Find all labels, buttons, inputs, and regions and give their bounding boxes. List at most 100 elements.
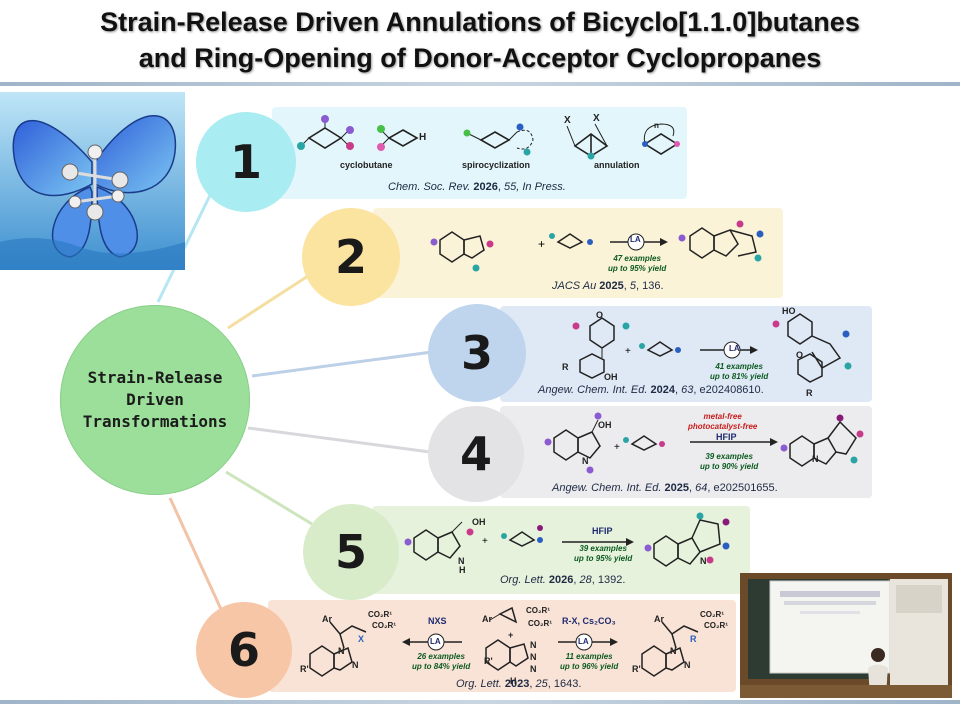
hub-circle: Strain-Release Driven Transformations <box>60 305 250 495</box>
panel-1-atom-x2: X <box>593 113 600 124</box>
svg-text:+: + <box>482 536 488 547</box>
title-line-2: and Ring-Opening of Donor-Acceptor Cyclo… <box>138 43 822 73</box>
panel-6-atom-n4: N <box>530 652 537 662</box>
node-4-bubble: 4 <box>428 406 524 502</box>
panel-4 <box>500 406 872 498</box>
panel-1-atom-h: H <box>419 132 427 143</box>
cite-volume: 28 <box>579 574 592 586</box>
node-4-number: 4 <box>459 427 492 481</box>
presentation-photo <box>740 573 952 698</box>
butterfly-molecule-image <box>0 92 185 270</box>
panel-4-photocatalyst-free: photocatalyst-free <box>688 422 758 431</box>
cite-rest: , e202501655. <box>707 482 778 494</box>
panel-1-label-spirocyclization: spirocyclization <box>462 160 531 170</box>
svg-text:+: + <box>614 442 620 453</box>
panel-6-right-conditions: 11 examples up to 96% yield <box>560 652 618 672</box>
title-line-1: Strain-Release Driven Annulations of Bic… <box>100 7 860 37</box>
panel-5-examples: 39 examples <box>579 544 627 553</box>
panel-6-atom-ar1: Ar <box>322 614 333 624</box>
panel-6-right-examples: 11 examples <box>565 652 613 661</box>
panel-6-left-conditions: 26 examples up to 84% yield <box>412 652 470 672</box>
panel-6-right-yield: up to 96% yield <box>560 662 619 671</box>
cite-journal: Angew. Chem. Int. Ed. <box>538 384 648 396</box>
presentation-photo-art <box>740 573 952 698</box>
panel-6-atom-r-prime-3: R' <box>632 664 641 674</box>
panel-6-left-yield: up to 84% yield <box>412 662 471 671</box>
cite-rest: , 1392. <box>591 574 626 586</box>
node-3-number: 3 <box>460 326 493 380</box>
panel-1-label-cyclobutane: cyclobutane <box>340 160 393 170</box>
panel-2-yield: up to 95% yield <box>608 264 667 273</box>
panel-6-scheme <box>309 606 699 677</box>
panel-2-scheme: + <box>430 220 764 272</box>
panel-2-lewis-acid: LA <box>630 235 641 244</box>
panel-3-atom-oh: OH <box>604 372 618 382</box>
panel-1-ring-label: n <box>654 121 659 130</box>
panel-1-label-annulation: annulation <box>594 160 640 170</box>
panel-6-lewis-acid-right: LA <box>578 637 589 646</box>
panel-2-citation: JACS Au 2025, 5, 136. <box>552 280 664 292</box>
panel-2 <box>373 208 783 298</box>
panel-6-atom-h: H <box>510 676 517 686</box>
node-5-number: 5 <box>334 525 367 579</box>
panel-3-scheme: + <box>572 313 852 383</box>
panel-5-yield: up to 95% yield <box>574 554 633 563</box>
panel-3-atom-r: R <box>562 362 569 372</box>
panel-6-atom-n7: N <box>684 660 691 670</box>
panel-6-atom-x: X <box>358 634 365 644</box>
cite-journal: Angew. Chem. Int. Ed. <box>552 482 662 494</box>
cite-volume: 25 <box>535 678 548 690</box>
panel-4-atom-n2: N <box>812 454 819 464</box>
panel-5 <box>372 506 750 594</box>
panel-1-citation: Chem. Soc. Rev. 2026, 55, In Press. <box>388 181 566 193</box>
hub-line-2: Driven <box>126 390 184 409</box>
panel-5-atom-h: H <box>459 565 466 575</box>
panel-6-left-examples: 26 examples <box>417 652 465 661</box>
panel-4-atom-oh: OH <box>598 420 612 430</box>
panel-4-red-notes: metal-free photocatalyst-free <box>688 412 757 432</box>
cite-rest: , In Press. <box>516 181 566 193</box>
cite-rest: , 1643. <box>547 678 582 690</box>
panel-6-atom-co2r-2b: CO₂R¹ <box>528 619 552 628</box>
panel-6-atom-co2r-1a: CO₂R¹ <box>368 610 392 619</box>
panel-6-atom-r-prime-2: R' <box>484 656 493 666</box>
panel-6-plus: + <box>508 630 514 640</box>
panel-3-atom-r2: R <box>806 388 813 398</box>
panel-6-left-reagent: NXS <box>428 616 447 626</box>
panel-5-atom-n: N <box>458 556 465 566</box>
panel-6-atom-co2r-2a: CO₂R¹ <box>526 606 550 615</box>
panel-4-examples: 39 examples <box>705 452 753 461</box>
panel-3-lewis-acid: LA <box>729 344 740 353</box>
cite-journal: Org. Lett. <box>500 574 546 586</box>
panel-6-atom-n2: N <box>352 660 359 670</box>
panel-5-atom-n2: N <box>700 556 707 566</box>
panel-6-atom-ar2: Ar <box>482 614 493 624</box>
panel-2-conditions: 47 examples up to 95% yield <box>608 254 666 274</box>
panel-1 <box>272 107 687 199</box>
panel-6-atom-r: R <box>690 634 697 644</box>
panel-6-atom-n3: N <box>530 640 537 650</box>
page-title: Strain-Release Driven Annulations of Bic… <box>0 4 960 76</box>
panel-3-atom-ho: HO <box>782 306 796 316</box>
panel-6-atom-co2r-3b: CO₂R¹ <box>704 621 728 630</box>
cite-rest: , 136. <box>636 280 664 292</box>
cite-volume: 64 <box>695 482 708 494</box>
cite-journal: Org. Lett. <box>456 678 502 690</box>
panel-5-citation: Org. Lett. 2026, 28, 1392. <box>500 574 626 586</box>
panel-6-atom-n1: N <box>338 646 345 656</box>
panel-3-yield: up to 81% yield <box>710 372 769 381</box>
hub-line-3: Transformations <box>82 412 228 431</box>
svg-text:+: + <box>625 346 631 357</box>
panel-3-citation: Angew. Chem. Int. Ed. 2024, 63, e2024086… <box>538 384 764 396</box>
panel-4-solvent: HFIP <box>716 432 737 442</box>
node-5-bubble: 5 <box>303 504 399 600</box>
panel-5-solvent: HFIP <box>592 526 613 536</box>
node-1-bubble: 1 <box>196 112 296 212</box>
panel-1-atom-x1: X <box>564 115 571 126</box>
cite-volume: 5 <box>629 280 637 292</box>
svg-text:+: + <box>538 237 545 251</box>
cite-year: 2023 <box>504 678 530 690</box>
panel-5-scheme: + <box>404 512 730 567</box>
panel-1-structures <box>297 115 680 160</box>
